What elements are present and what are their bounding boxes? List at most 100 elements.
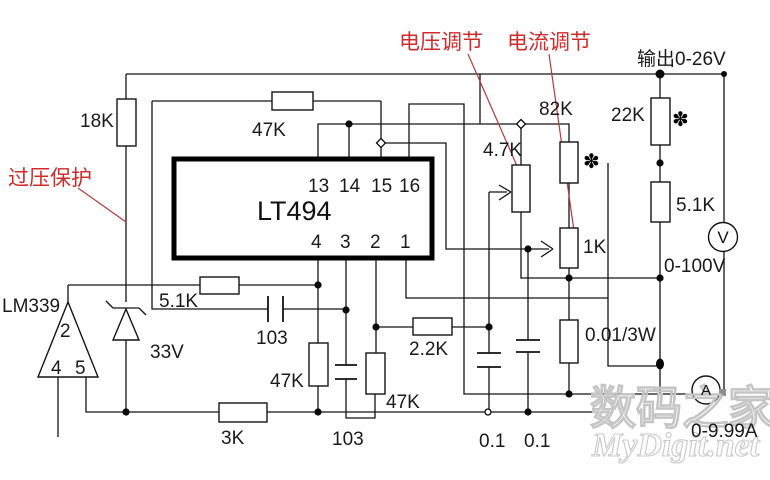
label-c01-a: 0.1	[479, 431, 505, 452]
ammeter-symbol: A	[701, 382, 711, 399]
leader-overvoltage	[77, 187, 127, 223]
label-current-adjust: 电流调节	[507, 31, 591, 54]
label-c103-bottom: 103	[332, 429, 364, 450]
zener-diode-33v	[105, 300, 147, 341]
leader-voltage-adjust	[467, 53, 522, 176]
label-overvoltage-protect: 过压保护	[8, 167, 92, 190]
label-r47k-top: 47K	[252, 120, 286, 141]
junction-diamond	[375, 137, 387, 149]
resistor-5k1-right	[650, 181, 671, 223]
label-pin1: 1	[400, 232, 411, 253]
label-r5k1-left: 5.1K	[159, 291, 198, 312]
label-lm339-pin2: 2	[60, 321, 71, 342]
junction-dots	[122, 69, 727, 416]
label-r5k1-right: 5.1K	[676, 195, 715, 216]
voltmeter-symbol: V	[717, 228, 729, 247]
wire-pin1-sense	[405, 258, 608, 299]
wire-comparator-net	[67, 284, 318, 303]
watermark: 数码之家 MyDigit.net	[589, 381, 770, 464]
wire-pot47-wiper	[489, 184, 512, 201]
junction	[342, 306, 350, 314]
label-lm339: LM339	[2, 296, 60, 317]
voltmeter-body	[707, 221, 739, 253]
label-voltmeter-range: 0-100V	[664, 256, 726, 277]
wire-pot1k-arrow	[540, 240, 554, 258]
label-zener: 33V	[150, 342, 184, 363]
junction	[656, 159, 664, 167]
capacitor-01-b	[516, 339, 540, 353]
label-lm339-pin4: 4	[51, 358, 62, 379]
capacitor-01-a	[477, 352, 501, 368]
label-r4k7-pot: 4.7K	[483, 140, 522, 161]
components	[36, 91, 739, 423]
capacitor-103-left	[267, 296, 284, 322]
labels: 18K 47K 过压保护 电压调节 电流调节 输出0-26V LT494 13 …	[2, 31, 758, 452]
junction	[565, 274, 573, 282]
junction	[345, 120, 353, 128]
label-pin3: 3	[340, 232, 351, 253]
resistor-2k2	[412, 317, 453, 336]
label-ic-name: LT494	[257, 196, 332, 226]
junction	[314, 281, 322, 289]
zener-anode-triangle	[111, 307, 141, 341]
watermark-url: MyDigit.net	[591, 427, 761, 464]
resistor-shunt-0p01	[559, 319, 579, 364]
resistor-3k	[218, 402, 268, 423]
junction	[721, 71, 727, 77]
label-r18k: 18K	[80, 111, 114, 132]
potentiometer-1k	[559, 227, 579, 269]
wire-ground-rail	[85, 375, 598, 413]
resistor-47k-a	[308, 342, 329, 387]
label-r47k-a: 47K	[270, 371, 304, 392]
label-pin16: 16	[399, 176, 420, 197]
wire-feedback-rail	[317, 74, 570, 165]
junction	[485, 323, 493, 331]
label-pin13: 13	[308, 176, 329, 197]
label-r3k: 3K	[221, 428, 245, 449]
star-mark-icon: ✽	[583, 149, 600, 173]
resistor-47k-b	[365, 352, 386, 395]
ic-lt494-body	[171, 156, 435, 261]
wire-divider-branch	[607, 163, 660, 367]
ammeter-terminal	[719, 389, 726, 396]
label-r2k2: 2.2K	[409, 339, 448, 360]
label-pin14: 14	[339, 176, 361, 197]
junction	[314, 408, 322, 416]
label-c103-left: 103	[256, 328, 288, 349]
junction	[524, 245, 532, 253]
resistor-18k	[116, 98, 137, 147]
potentiometer-4k7	[511, 164, 531, 213]
label-r1k-pot: 1K	[583, 237, 607, 258]
junction-open	[484, 408, 492, 416]
junction	[655, 69, 665, 79]
label-pin2: 2	[370, 232, 381, 253]
junction	[656, 274, 664, 282]
label-r47k-b: 47K	[386, 392, 420, 413]
label-c01-b: 0.1	[524, 431, 550, 452]
junction	[565, 390, 573, 398]
label-pin15: 15	[371, 176, 392, 197]
wire-pin15-branch	[381, 142, 549, 250]
wire-rail2	[151, 100, 382, 310]
resistor-47k-top	[271, 91, 314, 111]
label-output-range: 输出0-26V	[637, 48, 726, 70]
junction	[524, 408, 532, 416]
label-lm339-pin5: 5	[75, 358, 86, 379]
wire-pin16-sense	[408, 103, 692, 395]
star-mark-icon: ✽	[672, 107, 689, 131]
label-shunt: 0.01/3W	[585, 325, 656, 346]
label-r82k: 82K	[539, 99, 573, 120]
junction-diamond	[515, 118, 527, 130]
resistor-22k	[650, 97, 671, 146]
capacitor-103-bottom	[335, 364, 357, 380]
resistor-5k1-left	[199, 276, 240, 295]
junction	[122, 408, 130, 416]
label-voltage-adjust: 电压调节	[399, 31, 483, 54]
resistor-82k	[559, 141, 579, 184]
junction	[372, 323, 380, 331]
junction	[656, 358, 664, 370]
label-pin4: 4	[311, 232, 322, 253]
wires	[57, 73, 725, 437]
